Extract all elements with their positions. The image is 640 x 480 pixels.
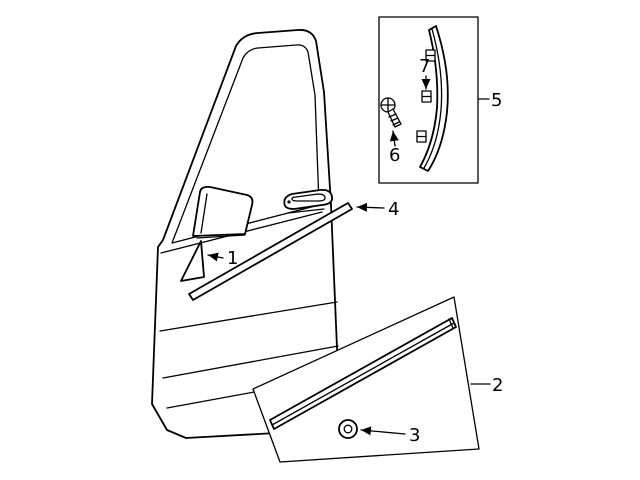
callout-4-label: 4	[388, 199, 399, 220]
belt-molding-strip	[188, 202, 353, 301]
callout-4: 4	[356, 199, 399, 220]
lower-door-molding-end-line	[448, 318, 454, 329]
screw-threads	[388, 113, 400, 126]
pillar-applique-inner-line	[423, 28, 443, 169]
callout-2: 2	[470, 375, 503, 396]
callout-7: 7	[419, 56, 431, 90]
body-crease-line-upper	[159, 301, 338, 332]
callout-1-arrow	[207, 252, 224, 262]
body-crease-line-lower	[162, 345, 339, 379]
callout-2-label: 2	[492, 375, 503, 396]
front-corner-trim	[180, 240, 205, 282]
callout-6: 6	[389, 130, 400, 166]
pillar-applique	[419, 25, 449, 172]
callout-3-label: 3	[409, 425, 420, 446]
door-handle-grip-line	[291, 193, 326, 202]
callout-5-label: 5	[491, 90, 502, 111]
callout-6-label: 6	[389, 145, 400, 166]
callout-3: 3	[360, 425, 420, 446]
side-mirror-inner-line	[200, 193, 208, 234]
callout-6-arrow	[389, 130, 399, 147]
screw-head-slot	[380, 97, 396, 113]
grommet-clip-inner	[343, 424, 353, 434]
window-opening-frame	[171, 44, 320, 244]
callout-5: 5	[477, 90, 502, 111]
lower-detail-box-group	[252, 296, 480, 463]
side-mirror-base-line	[196, 234, 246, 239]
callout-1-label: 1	[227, 248, 238, 269]
callout-7-label: 7	[419, 56, 430, 77]
door-lock-dot	[287, 200, 291, 204]
callout-1: 1	[207, 248, 238, 269]
callout-3-arrow	[360, 426, 406, 436]
callouts: 1 2 3 4 5 6 7	[207, 56, 503, 446]
pillar-detail-box-group	[378, 16, 479, 184]
belt-molding-group	[188, 202, 353, 301]
callout-4-arrow	[356, 202, 385, 212]
lower-door-molding-ridge	[271, 322, 455, 426]
side-mirror	[192, 185, 254, 237]
door-handle-lower-line	[287, 208, 325, 214]
